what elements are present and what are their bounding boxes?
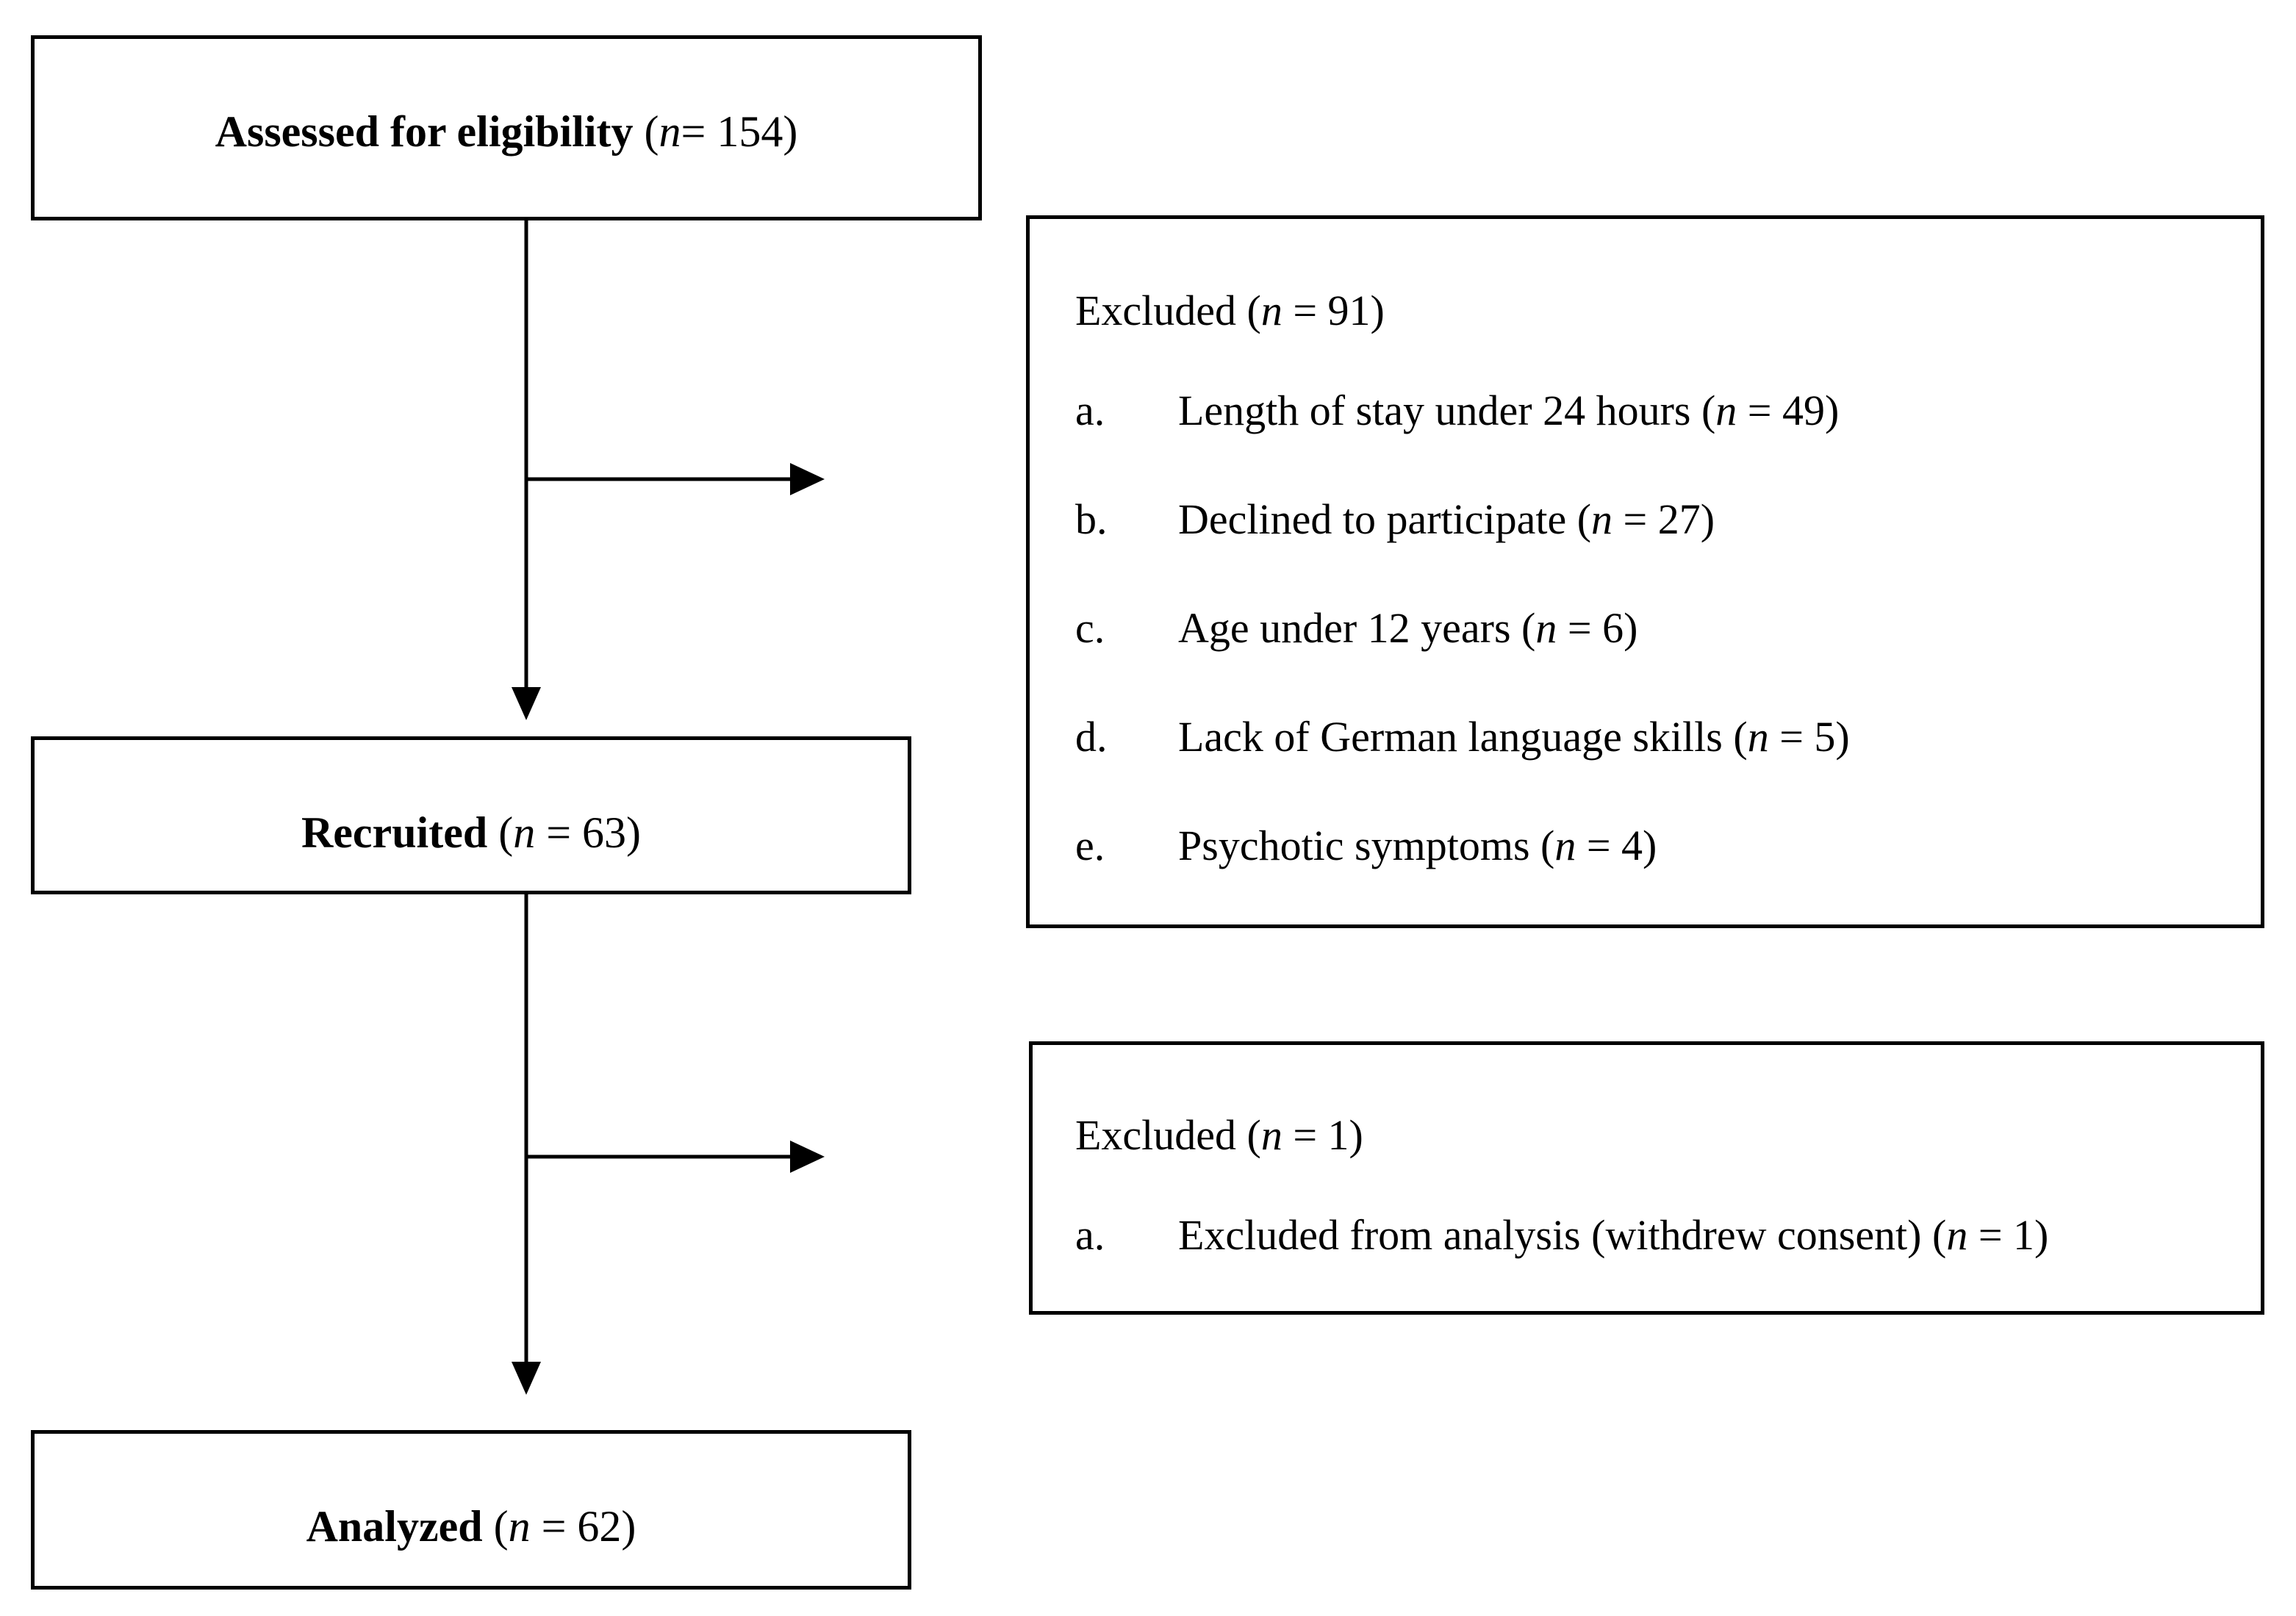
analyzed-label: Analyzed (n = 62)	[306, 1502, 636, 1551]
recruited-label: Recruited (n = 63)	[301, 808, 642, 857]
list-item: Lack of German language skills (n = 5)	[1178, 713, 1850, 761]
analyzed-box: Analyzed (n = 62)	[31, 1430, 911, 1590]
list-item: Length of stay under 24 hours (n = 49)	[1178, 387, 1840, 434]
excluded-second-box: Excluded (n = 1) a. Excluded from analys…	[1029, 1041, 2264, 1315]
list-item: Excluded from analysis (withdrew consent…	[1178, 1211, 2049, 1259]
assessed-label: Assessed for eligibility (n= 154)	[215, 107, 798, 156]
list-item-marker: a.	[1075, 387, 1105, 434]
excluded-first-heading: Excluded (n = 91)	[1075, 287, 1385, 334]
recruited-box: Recruited (n = 63)	[31, 736, 911, 894]
assessed-box: Assessed for eligibility (n= 154)	[31, 35, 982, 220]
list-item-marker: d.	[1075, 713, 1108, 761]
arrowhead-to-analyzed	[512, 1362, 541, 1395]
arrowhead-to-excluded-first	[790, 463, 825, 495]
list-item-marker: b.	[1075, 495, 1108, 543]
list-item-marker: a.	[1075, 1211, 1105, 1259]
list-item-marker: c.	[1075, 604, 1105, 652]
list-item: Declined to participate (n = 27)	[1178, 495, 1715, 543]
list-item: Psychotic symptoms (n = 4)	[1178, 822, 1657, 869]
excluded-second-heading: Excluded (n = 1)	[1075, 1111, 1363, 1159]
list-item: Age under 12 years (n = 6)	[1178, 604, 1638, 652]
arrowhead-to-excluded-second	[790, 1141, 825, 1173]
excluded-first-box: Excluded (n = 91) a. Length of stay unde…	[1026, 215, 2264, 928]
arrowhead-to-recruited	[512, 687, 541, 720]
list-item-marker: e.	[1075, 822, 1105, 869]
